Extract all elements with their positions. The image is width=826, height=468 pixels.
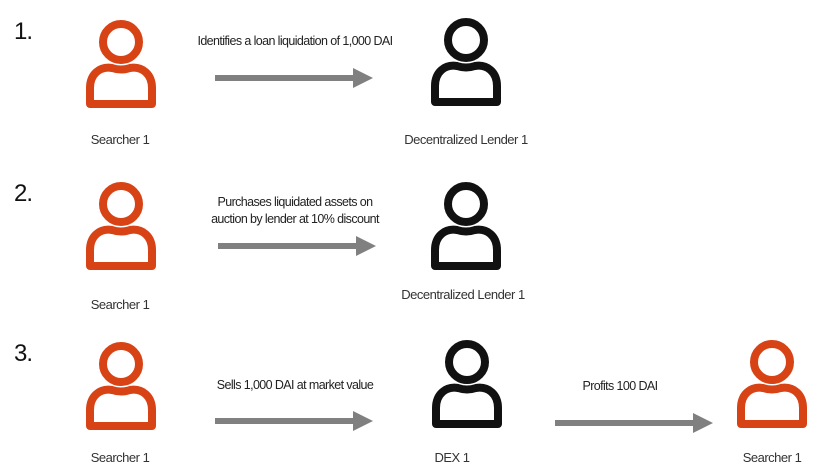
to-label: DEX 1 (434, 450, 470, 465)
person-icon (86, 342, 156, 430)
step-number: 3. (14, 340, 33, 367)
person-icon (737, 340, 807, 428)
person-icon (86, 182, 156, 270)
action-caption: Purchases liquidated assets on auction b… (180, 194, 410, 228)
arrow-right-icon (215, 68, 373, 88)
then-to-label: Searcher 1 (742, 450, 802, 465)
to-label: Decentralized Lender 1 (401, 287, 525, 302)
arrow-right-icon (218, 236, 376, 256)
step-number: 2. (14, 180, 33, 207)
person-icon (86, 20, 156, 108)
action-caption: Identifies a loan liquidation of 1,000 D… (197, 34, 393, 48)
arrow-right-icon (555, 413, 713, 433)
from-label: Searcher 1 (90, 132, 150, 147)
action-caption-line: Purchases liquidated assets on (217, 195, 373, 209)
person-icon (431, 18, 501, 106)
action-caption: Sells 1,000 DAI at market value (216, 378, 374, 392)
arrow-right-icon (215, 411, 373, 431)
from-label: Searcher 1 (90, 297, 150, 312)
from-label: Searcher 1 (90, 450, 150, 465)
person-icon (432, 340, 502, 428)
to-label: Decentralized Lender 1 (404, 132, 528, 147)
action-caption-line: auction by lender at 10% discount (211, 212, 379, 226)
person-icon (431, 182, 501, 270)
then-action-caption: Profits 100 DAI (582, 379, 658, 393)
step-number: 1. (14, 18, 33, 45)
